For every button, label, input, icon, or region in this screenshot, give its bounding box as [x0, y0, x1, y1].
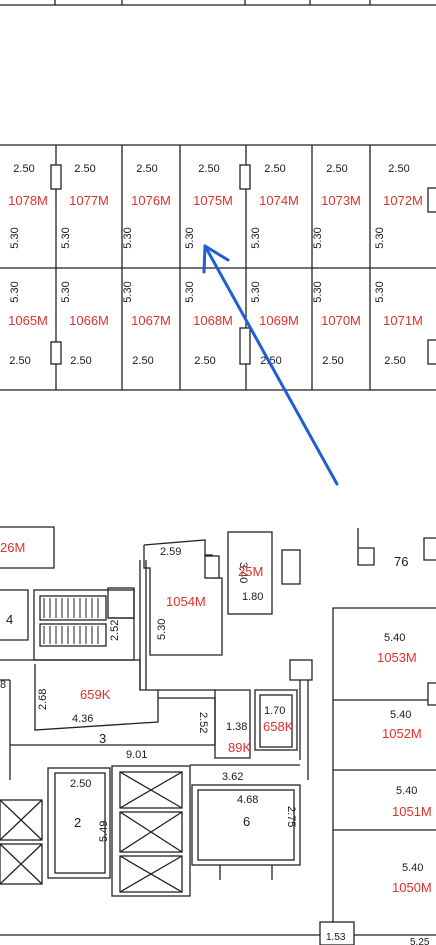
- room-4: 4: [6, 612, 13, 627]
- dim-6-h: 2.75: [285, 806, 297, 827]
- parking-depth-dim: 5.30: [184, 227, 196, 248]
- parking-depth-dim: 5.30: [250, 227, 262, 248]
- parking-depth-dim: 5.30: [184, 281, 196, 302]
- parking-space-1075m: 1075M: [193, 193, 233, 208]
- parking-grid: [0, 144, 436, 391]
- room-1051m: 1051M: [392, 804, 432, 819]
- parking-width-dim: 2.50: [70, 355, 91, 367]
- parking-width-dim: 2.50: [326, 163, 347, 175]
- room-659k: 659K: [80, 687, 111, 702]
- parking-space-1074m: 1074M: [259, 193, 299, 208]
- parking-depth-dim: 5.30: [250, 281, 262, 302]
- room-6: 6: [243, 814, 250, 829]
- dim-bottom-2: 5.25: [410, 937, 430, 945]
- room-1050m: 1050M: [392, 880, 432, 895]
- parking-row-top: 2.50 1078M 5.30 2.50 1077M 5.30 2.50 1076M 5.30 2…: [8, 163, 423, 249]
- parking-width-dim: 2.50: [9, 355, 30, 367]
- dim-25m-a: 3.40: [237, 562, 249, 583]
- parking-depth-dim: 5.30: [312, 281, 324, 302]
- dim-2-h: 5.49: [98, 821, 110, 842]
- room-1053m: 1053M: [377, 650, 417, 665]
- dim-bottom: 1.53: [326, 932, 346, 943]
- parking-width-dim: 2.50: [136, 163, 157, 175]
- parking-space-1070m: 1070M: [321, 313, 361, 328]
- parking-depth-dim: 5.30: [9, 227, 21, 248]
- room-8: 8: [0, 679, 6, 691]
- room-1052m: 1052M: [382, 726, 422, 741]
- annotation-arrow: [202, 244, 339, 486]
- parking-depth-dim: 5.30: [60, 281, 72, 302]
- room-3: 3: [99, 731, 106, 746]
- dim-25m-b: 1.80: [242, 591, 263, 603]
- parking-width-dim: 2.50: [384, 355, 405, 367]
- parking-space-1077m: 1077M: [69, 193, 109, 208]
- parking-space-1069m: 1069M: [259, 313, 299, 328]
- dim-1050m: 5.40: [402, 862, 423, 874]
- dim-stair: 2.52: [109, 620, 121, 641]
- dim-1052m: 5.40: [390, 709, 411, 721]
- dim-658k-w: 1.70: [264, 705, 285, 717]
- parking-width-dim: 2.50: [194, 355, 215, 367]
- dim-89k-w: 1.38: [226, 721, 247, 733]
- parking-space-1068m: 1068M: [193, 313, 233, 328]
- parking-depth-dim: 5.30: [60, 227, 72, 248]
- room-1054m: 1054M: [166, 594, 206, 609]
- room-2: 2: [74, 815, 81, 830]
- dim-3-w: 9.01: [126, 749, 147, 761]
- parking-space-1072m: 1072M: [383, 193, 423, 208]
- parking-width-dim: 2.50: [74, 163, 95, 175]
- parking-width-dim: 2.50: [198, 163, 219, 175]
- top-row-fragment: [0, 0, 436, 6]
- room-26m: 26M: [0, 540, 25, 555]
- parking-space-1073m: 1073M: [321, 193, 361, 208]
- dim-1054m-depth: 5.30: [156, 619, 168, 640]
- dim-6-w: 4.68: [237, 794, 258, 806]
- parking-width-dim: 2.50: [322, 355, 343, 367]
- lower-plan-labels: 26M 2.59 1054M 5.30 3.40 25M 1.80 76 4 2…: [0, 540, 432, 945]
- parking-width-dim: 2.50: [264, 163, 285, 175]
- dim-2-w: 2.50: [70, 778, 91, 790]
- parking-depth-dim: 5.30: [374, 227, 386, 248]
- dim-659k-h: 2.68: [37, 689, 49, 710]
- lower-plan-walls: [0, 526, 436, 945]
- parking-space-1065m: 1065M: [8, 313, 48, 328]
- room-89k: 89K: [228, 740, 251, 755]
- dim-6-top: 3.62: [222, 771, 243, 783]
- room-25m: 25M: [238, 564, 263, 579]
- parking-depth-dim: 5.30: [9, 281, 21, 302]
- dim-659k-w: 4.36: [72, 713, 93, 725]
- parking-depth-dim: 5.30: [312, 227, 324, 248]
- parking-space-1078m: 1078M: [8, 193, 48, 208]
- room-76: 76: [394, 554, 408, 569]
- parking-space-1071m: 1071M: [383, 313, 423, 328]
- dim-1051m: 5.40: [396, 785, 417, 797]
- parking-width-dim: 2.50: [388, 163, 409, 175]
- parking-space-1076m: 1076M: [131, 193, 171, 208]
- dim-3-h: 2.52: [197, 712, 209, 733]
- parking-space-1066m: 1066M: [69, 313, 109, 328]
- parking-width-dim: 2.50: [13, 163, 34, 175]
- parking-depth-dim: 5.30: [374, 281, 386, 302]
- parking-row-bottom: 5.30 1065M 2.50 5.30 1066M 2.50 5.30 1067M 2.50 5…: [8, 281, 423, 367]
- parking-space-1067m: 1067M: [131, 313, 171, 328]
- dim-1054m-width: 2.59: [160, 546, 181, 558]
- room-658k: 658K: [263, 719, 294, 734]
- staircase: [43, 598, 99, 644]
- parking-width-dim: 2.50: [132, 355, 153, 367]
- parking-depth-dim: 5.30: [122, 227, 134, 248]
- dim-1053m: 5.40: [384, 632, 405, 644]
- parking-depth-dim: 5.30: [122, 281, 134, 302]
